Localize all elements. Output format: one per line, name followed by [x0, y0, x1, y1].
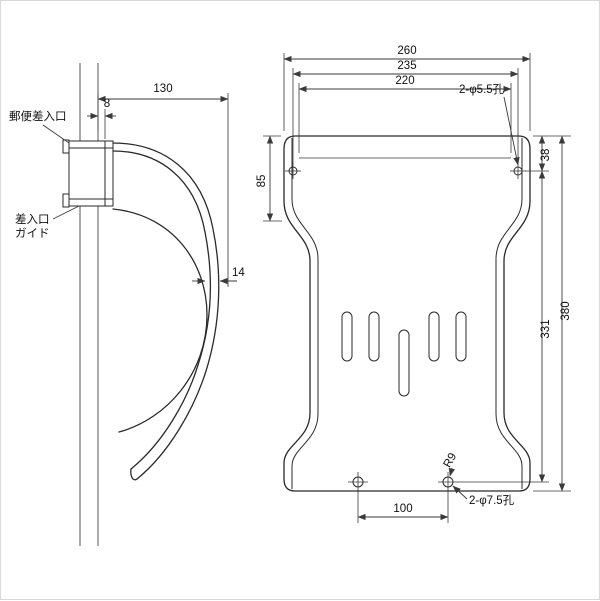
label-bottom-holes: 2-φ7.5孔 [452, 485, 515, 507]
dim-38: 38 [525, 135, 571, 172]
guide-label-line2: ガイド [15, 227, 50, 240]
mail-slot-box [62, 139, 114, 208]
dim-380: 380 [533, 135, 572, 492]
dim-8: 8 [87, 98, 116, 139]
top-hole-label: 2-φ5.5孔 [459, 83, 505, 96]
dim-14-text: 14 [232, 267, 245, 279]
dim-100: 100 [357, 490, 449, 523]
r9-label: R9 [442, 451, 460, 470]
dim-235: 235 [292, 60, 519, 164]
label-r9: R9 [442, 451, 460, 477]
dim-220: 220 [298, 75, 512, 153]
dim-331: 331 [457, 170, 552, 483]
bottom-holes [348, 472, 458, 492]
side-view: 130 8 14 郵便差入口 差入口 ガイド [9, 63, 245, 546]
dim-260-text: 260 [397, 45, 416, 57]
front-view: 260 235 220 2-φ5.5孔 85 [256, 45, 572, 523]
dim-220-text: 220 [395, 75, 414, 87]
hood-profile [112, 142, 220, 481]
label-top-holes: 2-φ5.5孔 [459, 83, 520, 166]
bottom-hole-label: 2-φ7.5孔 [469, 494, 515, 507]
top-holes [285, 163, 526, 179]
label-mail-slot: 郵便差入口 [9, 109, 70, 144]
mail-slot-label: 郵便差入口 [9, 109, 67, 123]
label-insert-guide: 差入口 ガイド [15, 205, 80, 240]
dim-14: 14 [192, 267, 245, 285]
wall-lines [79, 63, 99, 546]
dim-100-text: 100 [393, 503, 412, 515]
dim-260: 260 [283, 45, 531, 131]
dim-38-text: 38 [540, 149, 552, 162]
dim-8-text: 8 [104, 98, 110, 110]
dim-130: 130 [97, 83, 229, 287]
dim-130-text: 130 [153, 83, 172, 95]
vent-slots [341, 311, 467, 397]
dim-235-text: 235 [397, 60, 416, 72]
dim-380-text: 380 [560, 301, 572, 320]
dim-85-text: 85 [256, 175, 268, 188]
plate-outline [283, 135, 531, 492]
dim-85: 85 [256, 135, 282, 222]
dim-331-text: 331 [540, 319, 552, 338]
guide-label-line1: 差入口 [15, 212, 50, 226]
